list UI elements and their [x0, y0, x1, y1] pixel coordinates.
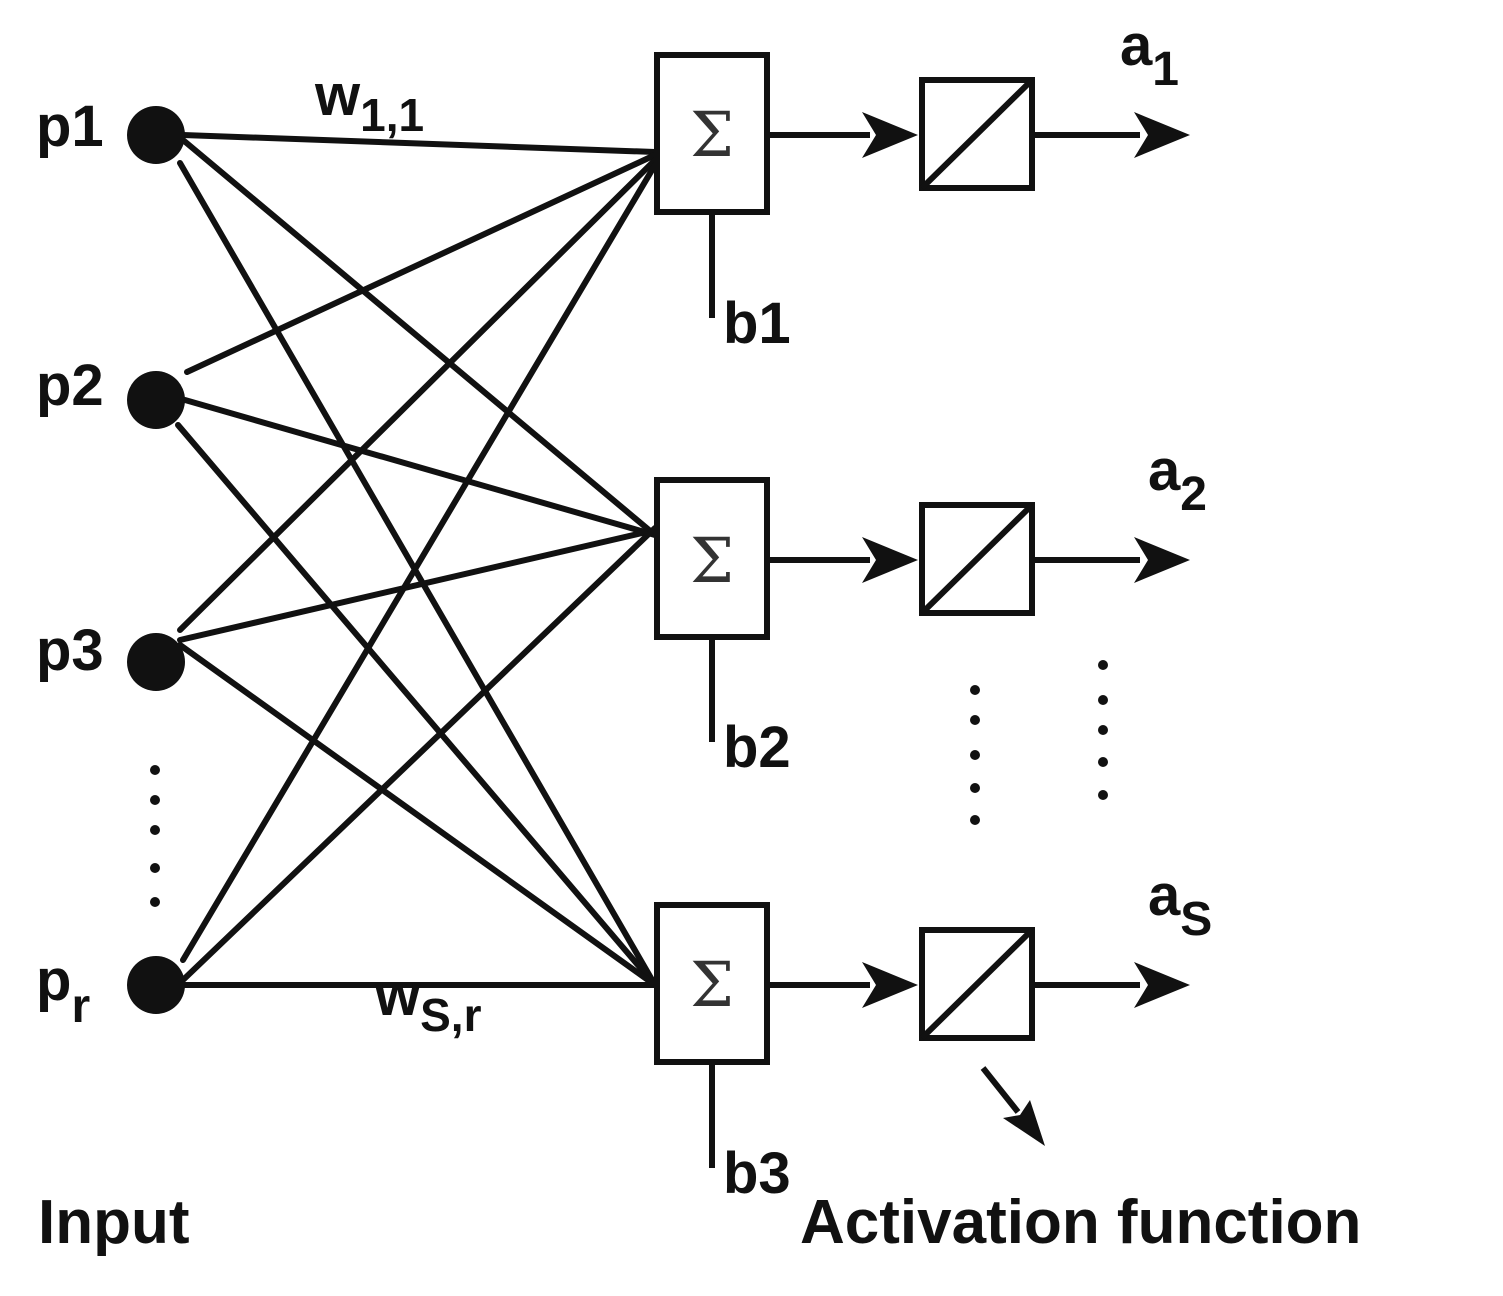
- connection-p3-s2: [177, 527, 658, 643]
- connection-p1-s1: [180, 132, 658, 155]
- summation-symbol-1: Σ: [690, 98, 734, 171]
- connection-p3-s3: [177, 642, 658, 988]
- caption-input: Input: [38, 1188, 190, 1257]
- input-node-p1: [127, 106, 185, 164]
- connection-p1-s3: [177, 160, 658, 988]
- output-label-a2: a2: [1148, 438, 1207, 521]
- connection-pr-s1: [180, 162, 658, 963]
- arrowhead-icon: [1134, 112, 1190, 158]
- bias-label-2: b2: [723, 715, 791, 780]
- caption-activation-function: Activation function: [800, 1188, 1361, 1257]
- connection-p1-s2: [180, 137, 658, 538]
- linear-activation-icon: [919, 502, 1035, 616]
- bias-label-1: b1: [723, 291, 791, 356]
- output-label-a1: a1: [1120, 13, 1179, 96]
- connection-p2-s1: [184, 152, 658, 375]
- input-label-pr: pr: [36, 948, 90, 1033]
- input-ellipsis: [150, 765, 160, 907]
- summation-unit-2: Σ b2: [654, 477, 791, 780]
- sum-to-activation-arrows: [767, 112, 918, 1008]
- connection-pr-s2: [180, 525, 658, 983]
- summation-symbol-2: Σ: [690, 524, 734, 597]
- input-node-p2: [127, 371, 185, 429]
- input-label-p2: p2: [36, 353, 104, 418]
- input-node-pr: [127, 956, 185, 1014]
- connection-p3-s1: [177, 157, 658, 633]
- linear-activation-icon: [919, 927, 1035, 1041]
- input-node-p3: [127, 633, 185, 691]
- arrowhead-icon: [1003, 1100, 1045, 1146]
- summation-unit-1: Σ b1: [654, 52, 791, 356]
- bias-label-3: b3: [723, 1141, 791, 1206]
- arrowhead-icon: [862, 112, 918, 158]
- output-arrows: [1032, 112, 1190, 1008]
- weight-label-last: wS,r: [374, 963, 482, 1041]
- weight-connections: [175, 132, 658, 988]
- weight-label-first: w1,1: [314, 63, 424, 141]
- input-nodes: [127, 106, 185, 1014]
- activation-pointer: [980, 1066, 1045, 1146]
- linear-activation-icon: [919, 77, 1035, 191]
- output-ellipsis: [970, 660, 1108, 825]
- connection-p2-s3: [175, 422, 658, 988]
- arrowhead-icon: [862, 537, 918, 583]
- arrowhead-icon: [862, 962, 918, 1008]
- arrowhead-icon: [1134, 962, 1190, 1008]
- input-label-p3: p3: [36, 618, 104, 683]
- activation-units: [919, 77, 1035, 1041]
- summation-unit-3: Σ b3: [654, 902, 791, 1206]
- connection-p2-s2: [182, 397, 658, 538]
- output-label-aS: aS: [1148, 863, 1212, 946]
- input-label-p1: p1: [36, 94, 104, 159]
- summation-symbol-3: Σ: [690, 948, 734, 1021]
- arrowhead-icon: [1134, 537, 1190, 583]
